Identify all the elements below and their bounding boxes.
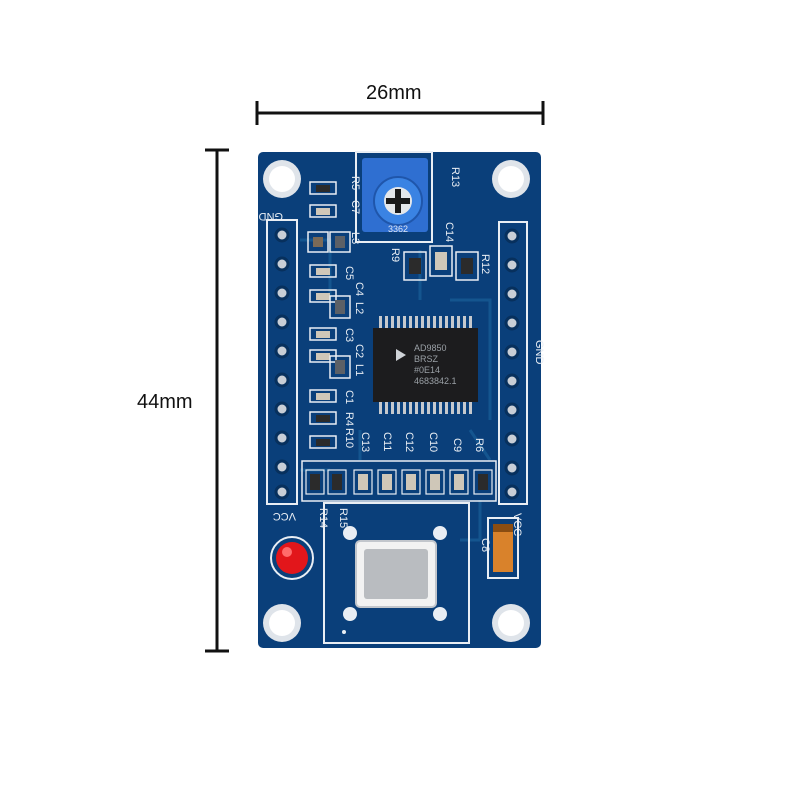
chip-line-4: 4683842.1 bbox=[414, 376, 457, 386]
mounting-hole-icon bbox=[263, 160, 530, 642]
silk-r14: R14 bbox=[317, 508, 329, 528]
tantalum-capacitor bbox=[487, 517, 519, 579]
main-ic-chip: AD9850 BRSZ #0E14 4683842.1 bbox=[373, 316, 478, 414]
trimmer-potentiometer: 3362 bbox=[355, 151, 433, 243]
silk-l1: L1 bbox=[353, 364, 365, 376]
width-dimension-label: 26mm bbox=[366, 82, 422, 104]
silk-gnd-right: GND bbox=[533, 340, 545, 365]
silk-r13: R13 bbox=[449, 167, 461, 187]
silk-c12: C12 bbox=[403, 432, 415, 452]
silk-r10: R10 bbox=[343, 428, 355, 448]
silk-r9: R9 bbox=[389, 248, 401, 262]
left-pin-header bbox=[266, 219, 298, 505]
height-dimension-label: 44mm bbox=[137, 391, 193, 413]
silk-r4: R4 bbox=[343, 412, 355, 426]
silk-c5: C5 bbox=[343, 266, 355, 280]
chip-line-2: BRSZ bbox=[414, 354, 439, 364]
silk-c2: C2 bbox=[353, 344, 365, 358]
silk-c13: C13 bbox=[359, 432, 371, 452]
right-pin-header bbox=[498, 221, 528, 505]
crystal-oscillator bbox=[323, 502, 470, 644]
width-dimension-line bbox=[255, 101, 545, 125]
silk-vcc-left: VCC bbox=[273, 510, 296, 522]
silk-l2: L2 bbox=[353, 302, 365, 314]
silk-r12: R12 bbox=[479, 254, 491, 274]
silk-r15: R15 bbox=[337, 508, 349, 528]
silk-c1: C1 bbox=[343, 390, 355, 404]
silk-c8: C8 bbox=[479, 538, 491, 552]
chip-line-1: AD9850 bbox=[414, 343, 447, 353]
silk-c4: C4 bbox=[353, 282, 365, 296]
silk-c11: C11 bbox=[381, 432, 393, 451]
silk-c7: C7 bbox=[349, 200, 361, 214]
smd-components-upper-right bbox=[403, 245, 479, 281]
silk-r5: R5 bbox=[349, 176, 361, 190]
silk-l3: L3 bbox=[349, 232, 361, 244]
silk-c14: C14 bbox=[443, 222, 455, 242]
smd-components-bottom-row bbox=[301, 460, 497, 502]
silk-r6: R6 bbox=[473, 438, 485, 452]
trimmer-marking: 3362 bbox=[388, 224, 408, 234]
smd-components-left bbox=[307, 181, 351, 449]
silk-gnd-left: GND bbox=[259, 210, 284, 222]
silk-c9: C9 bbox=[451, 438, 463, 452]
silk-c3: C3 bbox=[343, 328, 355, 342]
red-led-icon bbox=[270, 536, 314, 580]
chip-line-3: #0E14 bbox=[414, 365, 440, 375]
silk-c10: C10 bbox=[427, 432, 439, 452]
height-dimension-line bbox=[205, 148, 229, 653]
